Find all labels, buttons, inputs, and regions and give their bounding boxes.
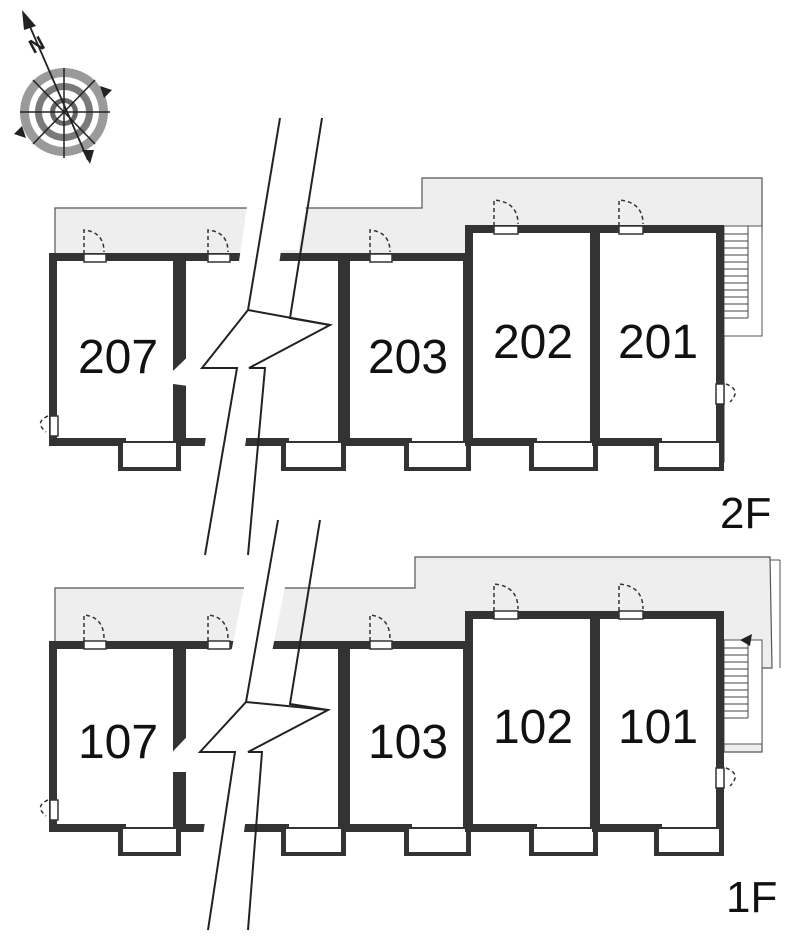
unit-207: 207 xyxy=(39,229,181,471)
floor-1f: 107 103 102 xyxy=(39,516,781,933)
unit-label-102: 102 xyxy=(493,701,573,754)
unit-103: 103 xyxy=(342,614,471,856)
unit-107: 107 xyxy=(39,614,181,856)
unit-label-201: 201 xyxy=(618,316,698,369)
unit-102: 102 xyxy=(465,583,598,856)
north-label: N xyxy=(26,32,49,58)
unit-label-103: 103 xyxy=(368,716,448,769)
unit-203: 203 xyxy=(342,229,471,471)
unit-label-203: 203 xyxy=(368,331,448,384)
floor-label-1f: 1F xyxy=(726,873,777,922)
stairs-1f xyxy=(723,634,763,745)
unit-201: 201 xyxy=(592,199,736,471)
break-symbol-2f xyxy=(161,115,334,558)
stairs-2f xyxy=(723,225,763,337)
compass-rose-icon xyxy=(14,10,112,164)
unit-label-107: 107 xyxy=(78,716,158,769)
unit-label-101: 101 xyxy=(618,701,698,754)
floor-label-2f: 2F xyxy=(720,489,771,538)
floor-2f: 207 203 202 xyxy=(39,115,771,558)
unit-202: 202 xyxy=(465,199,598,471)
unit-101: 101 xyxy=(592,583,736,856)
unit-label-207: 207 xyxy=(78,331,158,384)
unit-label-202: 202 xyxy=(493,316,573,369)
break-symbol-1f xyxy=(153,516,332,933)
compass: N xyxy=(14,10,112,164)
